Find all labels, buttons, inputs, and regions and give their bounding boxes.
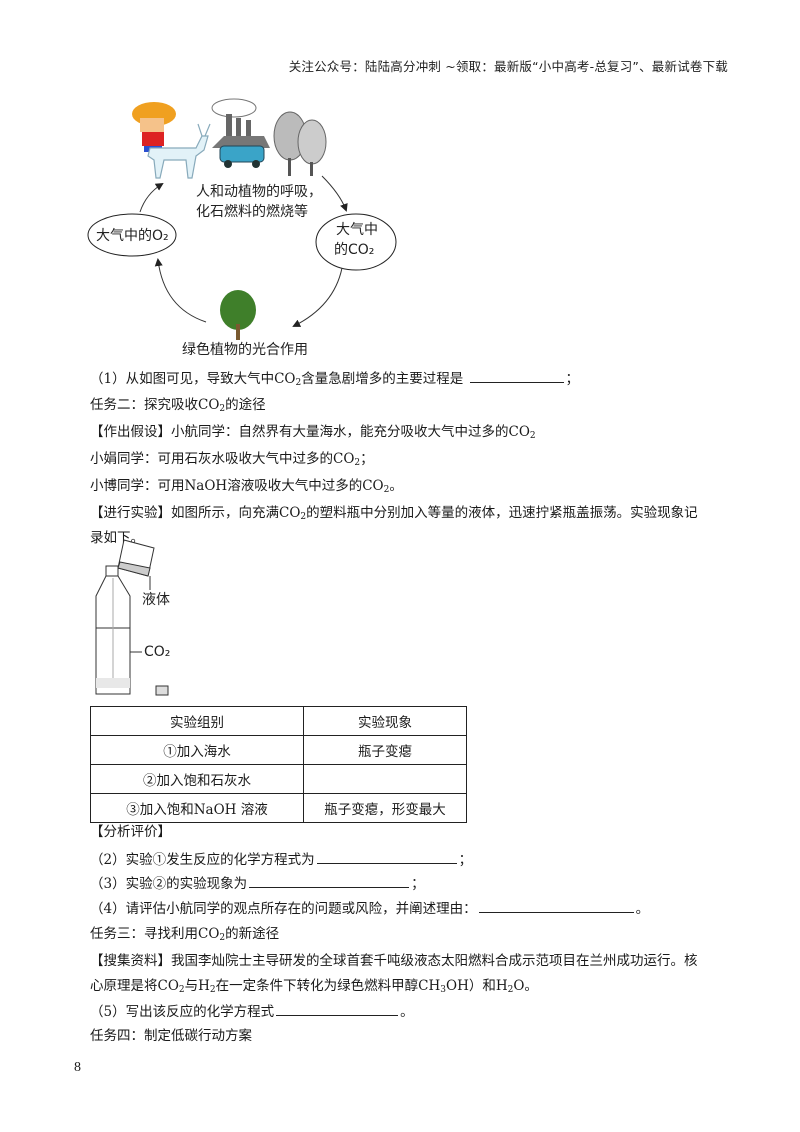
beaker-icon [117,539,155,577]
page-header-banner: 关注公众号：陆陆高分冲刺 ~领取：最新版“小中高考-总复习”、最新试卷下载 [288,59,728,74]
question-3: （3）实验②的实验现象为； [90,873,425,894]
question-1: （1）从如图可见，导致大气中CO2含量急剧增多的主要过程是 ； [90,368,579,389]
table-cell: ③加入饱和NaOH 溶液 [90,793,304,823]
page-number: 8 [74,1060,81,1075]
bottle-icon [95,565,131,695]
svg-text:绿色植物的光合作用: 绿色植物的光合作用 [182,341,308,358]
svg-text:液体: 液体 [142,592,170,608]
bottle-cap-icon [155,685,169,696]
table-cell [303,764,467,794]
svg-text:的CO₂: 的CO₂ [334,242,374,258]
table-header: 实验组别 [90,706,304,736]
question-2: （2）实验①发生反应的化学方程式为； [90,849,472,870]
table-cell: 瓶子变瘪 [303,735,467,765]
table-row: ②加入饱和石灰水 [90,764,467,794]
table-header: 实验现象 [303,706,467,736]
bottle-experiment-figure: 液体 CO₂ [95,539,170,696]
xiaojuan-line: 小娟同学：可用石灰水吸收大气中过多的CO2； [90,451,374,468]
hypothesis-line: 【作出假设】小航同学：自然界有大量海水，能充分吸收大气中过多的CO2 [90,424,536,441]
question-5: （5）写出该反应的化学方程式。 [90,1001,414,1022]
green-tree-icon [220,290,256,340]
grey-trees-icon [273,111,327,176]
person-icon [132,102,176,152]
task-2-heading: 任务二：探究吸收CO2的途径 [90,397,266,414]
deer-icon [147,123,211,179]
left-node-label: 大气中的O₂ [96,228,169,244]
experiment-results-table: 实验组别 实验现象 ①加入海水 瓶子变瘪 ②加入饱和石灰水 ③加入饱和NaOH … [90,706,467,823]
table-header-row: 实验组别 实验现象 [90,706,467,736]
table-cell: 瓶子变瘪，形变最大 [303,793,467,823]
table-cell: ①加入海水 [90,735,304,765]
xiaobo-line: 小博同学：可用NaOH溶液吸收大气中过多的CO2。 [90,478,403,495]
table-row: ③加入饱和NaOH 溶液 瓶子变瘪，形变最大 [90,793,467,823]
table-cell: ②加入饱和石灰水 [90,764,304,794]
svg-text:化石燃料的燃烧等: 化石燃料的燃烧等 [196,203,308,220]
analysis-heading: 【分析评价】 [90,824,171,840]
carbon-cycle-diagram: 人和动植物的呼吸， 化石燃料的燃烧等 大气中的O₂ 大气中 的CO₂ 绿色植物的… [87,98,397,358]
answer-blank-1[interactable] [469,368,564,383]
answer-blank-3[interactable] [249,873,410,888]
answer-blank-4[interactable] [478,898,634,913]
answer-blank-2[interactable] [316,849,457,864]
task-4-heading: 任务四：制定低碳行动方案 [90,1028,252,1044]
svg-text:CO₂: CO₂ [144,644,170,660]
svg-text:人和动植物的呼吸，: 人和动植物的呼吸， [196,184,322,200]
question-4: （4）请评估小航同学的观点所存在的问题或风险，并阐述理由：。 [90,898,649,919]
research-line-1: 【搜集资料】我国李灿院士主导研发的全球首套千吨级液态太阳燃料合成示范项目在兰州成… [90,953,698,969]
task-3-heading: 任务三：寻找利用CO2的新途径 [90,926,280,943]
svg-text:大气中: 大气中 [336,222,378,238]
factory-car-icon [211,98,270,168]
research-line-2: 心原理是将CO2与H2在一定条件下转化为绿色燃料甲醇CH3OH）和H2O。 [90,978,538,995]
answer-blank-5[interactable] [276,1001,399,1016]
table-row: ①加入海水 瓶子变瘪 [90,735,467,765]
experiment-line-1: 【进行实验】如图所示，向充满CO2的塑料瓶中分别加入等量的液体，迅速拧紧瓶盖振荡… [90,505,698,522]
